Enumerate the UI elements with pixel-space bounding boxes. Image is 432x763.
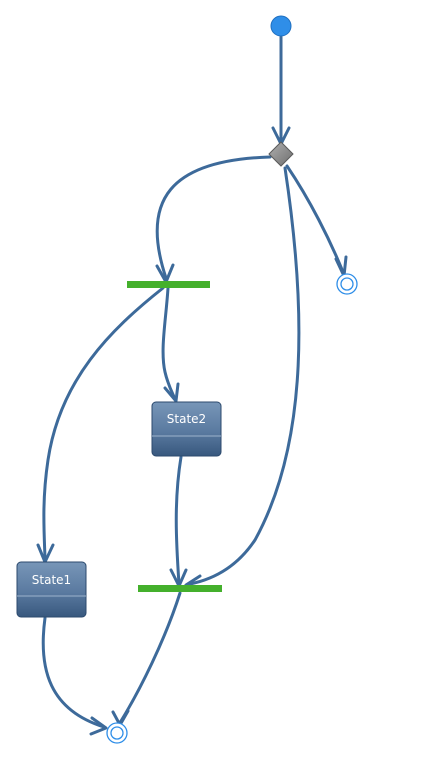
edge-decision-to-fork[interactable] [155, 155, 272, 280]
fork-bar[interactable] [127, 281, 210, 288]
state1-box [16, 561, 87, 618]
state2-label: State2 [167, 412, 206, 426]
join-bar[interactable] [138, 585, 222, 592]
edge-decision-to-join[interactable] [188, 166, 301, 586]
final-node-right-inner-ring [340, 277, 354, 291]
edge-state2-to-join[interactable] [174, 455, 183, 586]
arrowhead-final-right [334, 255, 348, 278]
decision-node[interactable] [268, 141, 294, 167]
arrowhead-final-bottom-from-state1 [89, 716, 108, 736]
edge-join-to-final-bottom[interactable] [119, 591, 182, 723]
state2-node[interactable]: State2 [151, 401, 222, 457]
initial-node[interactable] [270, 15, 292, 37]
final-node-bottom-inner-ring [110, 726, 124, 740]
state2-box [151, 401, 222, 457]
edge-fork-to-state2[interactable] [161, 286, 177, 401]
state1-label: State1 [32, 573, 71, 587]
final-node-bottom[interactable] [106, 722, 128, 744]
edges [41, 35, 345, 729]
edge-state1-to-final-bottom[interactable] [41, 616, 106, 729]
state1-node[interactable]: State1 [16, 561, 87, 618]
arrowhead-state2 [163, 382, 180, 403]
final-node-right[interactable] [336, 273, 358, 295]
edge-fork-to-state1[interactable] [42, 286, 165, 560]
